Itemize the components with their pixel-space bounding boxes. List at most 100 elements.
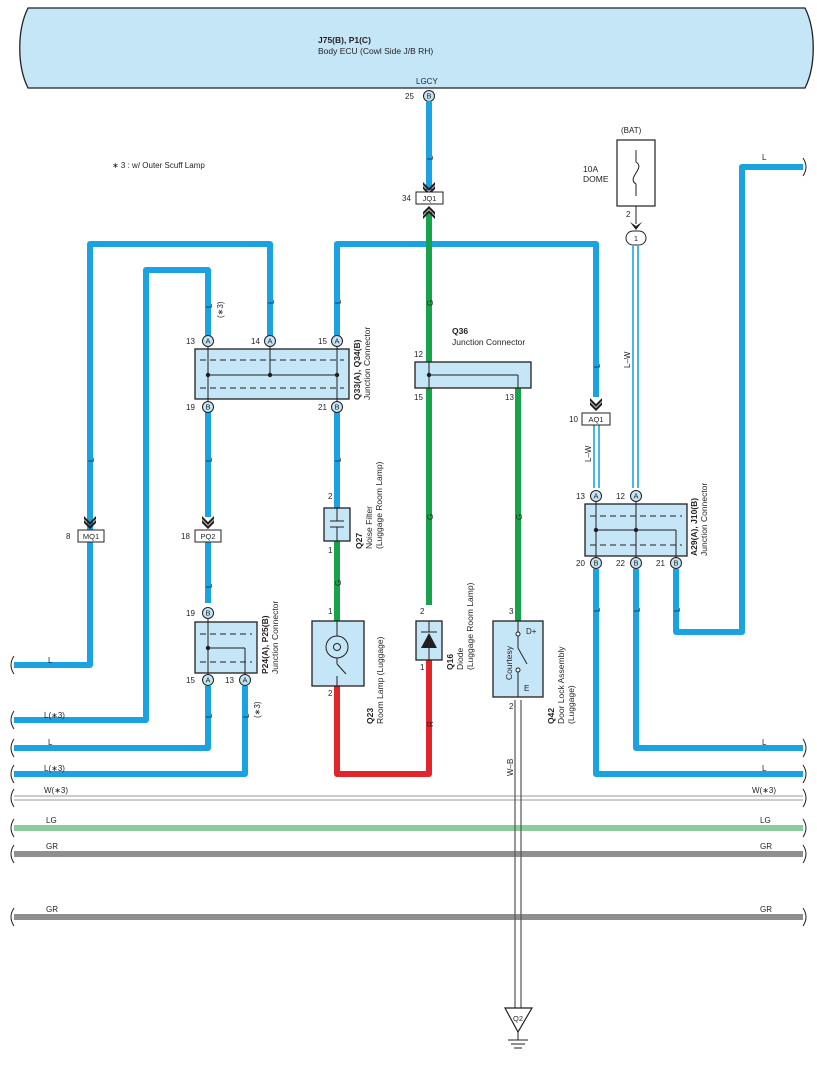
q27-sub: (Luggage Room Lamp) — [374, 461, 384, 549]
svg-text:B: B — [334, 403, 339, 412]
svg-text:GR: GR — [46, 905, 58, 914]
svg-text:L: L — [593, 607, 602, 612]
svg-text:D+: D+ — [526, 627, 537, 636]
q42-id: Q42 — [546, 708, 556, 724]
svg-text:(∗3): (∗3) — [253, 701, 262, 718]
svg-text:1: 1 — [328, 546, 333, 555]
svg-text:GR: GR — [46, 842, 58, 851]
svg-text:L: L — [205, 583, 214, 588]
q36-name: Junction Connector — [452, 337, 525, 347]
ecu-signal-label: LGCY — [416, 77, 438, 86]
svg-text:L: L — [205, 713, 214, 718]
connector-jq1: JQ1 34 — [402, 182, 444, 219]
svg-text:W(∗3): W(∗3) — [752, 786, 776, 795]
ecu-pin-marker: B — [423, 90, 435, 102]
q42-name: Door Lock Assembly — [556, 646, 566, 724]
svg-text:PQ2: PQ2 — [200, 532, 215, 541]
svg-text:A: A — [205, 676, 210, 685]
svg-text:L(∗3): L(∗3) — [44, 711, 65, 720]
svg-text:A: A — [334, 337, 339, 346]
svg-text:13: 13 — [505, 393, 514, 402]
svg-text:A: A — [267, 337, 272, 346]
svg-text:(∗3): (∗3) — [216, 301, 225, 318]
q23-name: Room Lamp (Luggage) — [375, 636, 385, 724]
svg-text:L: L — [267, 299, 276, 304]
svg-text:L: L — [762, 764, 767, 773]
svg-text:18: 18 — [181, 532, 190, 541]
svg-text:22: 22 — [616, 559, 625, 568]
ecu-id: J75(B), P1(C) — [318, 35, 371, 45]
q27-id: Q27 — [354, 533, 364, 549]
junction-p24-p25: B 19 A 15 A 13 P24(A), P25(B) Junction C… — [186, 601, 280, 686]
svg-text:GR: GR — [760, 842, 772, 851]
diode-q16: 2 1 Q16 Diode (Luggage Room Lamp) — [415, 582, 475, 672]
q42-sub: (Luggage) — [566, 685, 576, 724]
svg-text:13: 13 — [186, 337, 195, 346]
wire-r-red — [334, 660, 432, 777]
svg-text:3: 3 — [509, 607, 514, 616]
svg-text:LG: LG — [46, 816, 57, 825]
connector-mq1: MQ1 8 — [66, 516, 105, 543]
p24-name: Junction Connector — [270, 601, 280, 674]
svg-text:E: E — [524, 684, 529, 693]
junction-a29-j10: A 13 A 12 B 20 B 22 B 21 A29(A), J10(B) … — [576, 483, 709, 569]
svg-text:12: 12 — [616, 492, 625, 501]
svg-text:LG: LG — [760, 816, 771, 825]
svg-text:L: L — [673, 607, 682, 612]
svg-text:W(∗3): W(∗3) — [44, 786, 68, 795]
door-lock-q42: D+ E Courtesy 3 2 Q42 Door Lock Assembly… — [492, 607, 576, 724]
q36-id: Q36 — [452, 326, 468, 336]
wires-l-w — [593, 246, 639, 488]
svg-text:A: A — [593, 492, 598, 501]
svg-text:L: L — [48, 738, 53, 747]
svg-text:A: A — [205, 337, 210, 346]
svg-text:L: L — [334, 299, 343, 304]
svg-text:2: 2 — [328, 689, 333, 698]
svg-text:L: L — [87, 457, 96, 462]
ground-id: Q2 — [513, 1014, 523, 1023]
q33-id: Q33(A), Q34(B) — [352, 339, 362, 400]
svg-text:15: 15 — [186, 676, 195, 685]
svg-text:1: 1 — [420, 663, 425, 672]
q16-name: Diode — [455, 648, 465, 670]
a29-id: A29(A), J10(B) — [689, 498, 699, 556]
svg-text:L: L — [205, 303, 214, 308]
svg-text:L: L — [633, 607, 642, 612]
svg-text:21: 21 — [656, 559, 665, 568]
q16-sub: (Luggage Room Lamp) — [465, 582, 475, 670]
svg-text:G: G — [515, 514, 524, 520]
svg-text:2: 2 — [420, 607, 425, 616]
svg-text:14: 14 — [251, 337, 260, 346]
fuse-pin: 2 — [626, 210, 631, 219]
ground-q2: Q2 — [503, 1007, 534, 1049]
ecu-pin-number: 25 — [405, 92, 414, 101]
ecu-name: Body ECU (Cowl Side J/B RH) — [318, 46, 433, 56]
body-ecu-block: J75(B), P1(C) Body ECU (Cowl Side J/B RH… — [19, 7, 814, 89]
fuse-name: DOME — [583, 174, 609, 184]
svg-text:L(∗3): L(∗3) — [44, 764, 65, 773]
svg-text:19: 19 — [186, 403, 195, 412]
junction-q33-q34: A 13 A 14 A 15 B 19 B 21 Q33(A), Q34(B) … — [186, 327, 372, 413]
svg-text:B: B — [673, 559, 678, 568]
a29-name: Junction Connector — [699, 483, 709, 556]
svg-text:L: L — [593, 363, 602, 368]
fuse-dome: (BAT) 10A DOME 2 1 — [583, 126, 656, 246]
fuse-conn-pin: 1 — [634, 234, 638, 243]
svg-text:B: B — [426, 92, 431, 101]
svg-text:20: 20 — [576, 559, 585, 568]
svg-text:12: 12 — [414, 350, 423, 359]
svg-text:G: G — [426, 300, 435, 306]
wires-l-blue — [14, 101, 803, 777]
connector-aq1: AQ1 10 — [569, 398, 611, 426]
svg-text:8: 8 — [66, 532, 71, 541]
svg-text:W–B: W–B — [506, 759, 515, 776]
svg-text:GR: GR — [760, 905, 772, 914]
q16-id: Q16 — [445, 654, 455, 670]
q33-name: Junction Connector — [362, 327, 372, 400]
svg-text:B: B — [593, 559, 598, 568]
svg-text:G: G — [334, 580, 343, 586]
fuse-source: (BAT) — [621, 126, 642, 135]
svg-text:L: L — [762, 153, 767, 162]
svg-text:MQ1: MQ1 — [83, 532, 99, 541]
svg-text:2: 2 — [509, 702, 514, 711]
